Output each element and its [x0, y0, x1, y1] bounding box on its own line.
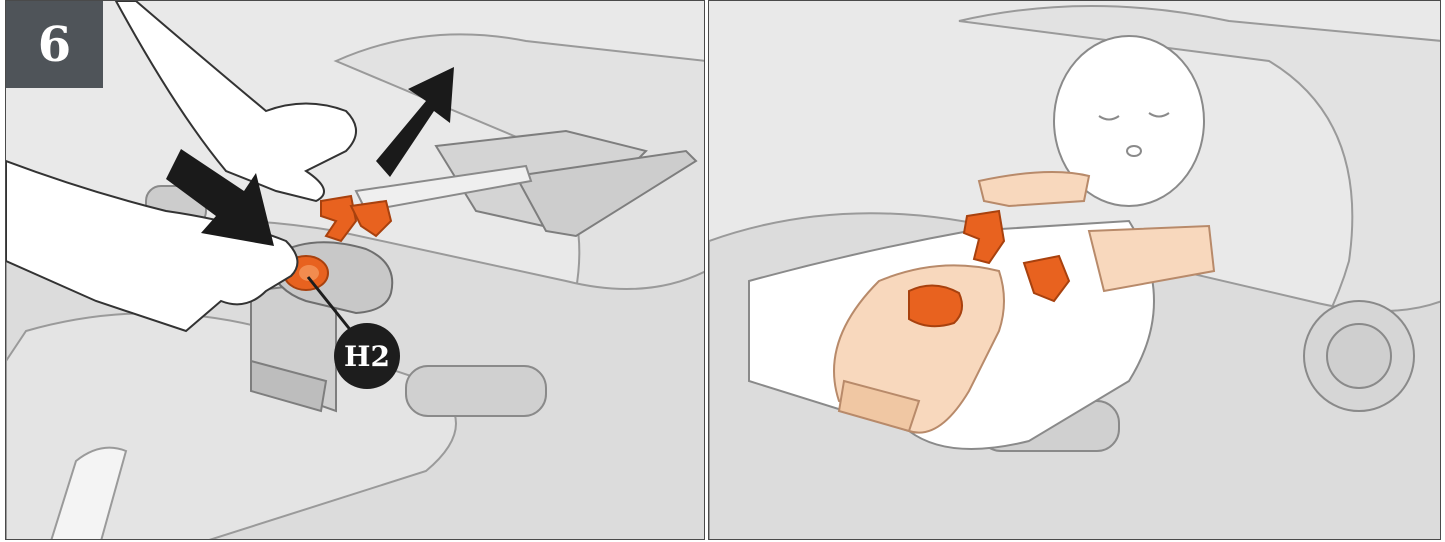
release-buckle-illustration [6, 1, 705, 540]
button-callout-label: H2 [334, 323, 400, 389]
upper-hand-shape [116, 1, 356, 201]
side-hub-inner-shape [1327, 324, 1391, 388]
armrest-shape [406, 366, 546, 416]
shoulder-pad-shape [979, 172, 1089, 206]
step-number-badge: 6 [6, 1, 103, 88]
buckle-tongue-shape [351, 201, 391, 236]
remove-child-illustration [709, 1, 1441, 540]
buckle-release-button-icon [909, 285, 962, 326]
left-illustration-panel: 6 H2 [5, 0, 705, 540]
right-illustration-panel [708, 0, 1441, 540]
